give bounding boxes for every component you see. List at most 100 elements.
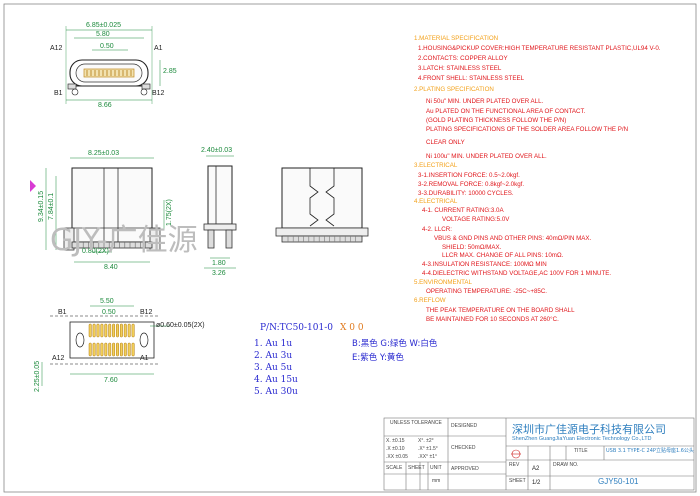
dim-fp-pitch: 0.50 — [102, 309, 116, 316]
solder-pad — [112, 323, 116, 338]
note-line: PLATING SPECIFICATIONS OF THE SOLDER ARE… — [426, 126, 629, 133]
note-line: 1.HOUSING&PICKUP COVER:HIGH TEMPERATURE … — [418, 45, 661, 52]
note-line: 4-2. LLCR: — [422, 226, 452, 233]
solder-pad — [100, 323, 104, 338]
rev-value: A2 — [532, 466, 540, 472]
fp-pin-b12: B12 — [140, 309, 153, 316]
dim-side-depth: 2.40±0.03 — [201, 147, 233, 154]
pin-b12-label: B12 — [152, 90, 165, 97]
tol-row: .X ±0.10 — [386, 446, 405, 452]
checked-label: CHECKED — [451, 445, 476, 451]
dim-front-base: 8.40 — [104, 264, 118, 271]
plating-option: 4. Au 15u — [254, 375, 298, 385]
dim-front-foot: 0.80(2X) — [82, 248, 109, 255]
dim-front-leg: 1.75(2X) — [166, 199, 173, 226]
rev-label: REV — [509, 462, 520, 468]
dim-overall-top: 8.66 — [98, 102, 112, 109]
dim-fp-offset: 2.25±0.05 — [34, 360, 41, 392]
note-line: BE MAINTAINED FOR 10 SECONDS AT 260°C. — [426, 316, 559, 323]
footprint-view — [41, 305, 170, 386]
solder-pad — [119, 323, 123, 338]
watermark: GJY-广佳源 — [50, 223, 198, 258]
ang-row: .X° ±1.5° — [418, 446, 438, 452]
tol-row: .XX ±0.05 — [386, 454, 408, 460]
note-line: 3-3.DURABILITY: 10000 CYCLES. — [418, 190, 514, 197]
note-line: 3-1.INSERTION FORCE: 0.5~2.0kgf. — [418, 172, 520, 179]
solder-pad — [108, 323, 112, 338]
color-options-2: E:紫色 Y:黄色 — [352, 353, 404, 363]
note-line: SHIELD: 50mΩ/MAX. — [442, 244, 502, 251]
note-header-electrical: 3.ELECTRICAL — [414, 162, 458, 169]
dim-inner-width: 5.80 — [96, 31, 110, 38]
unit-label: UNIT — [430, 465, 442, 471]
note-line: 4.FRONT SHELL: STAINLESS STEEL — [418, 75, 525, 82]
back-view — [275, 167, 369, 243]
tolerance-head: UNLESS TOLERANCE — [390, 420, 442, 426]
title-label: TITLE — [574, 448, 588, 454]
plating-option: 5. Au 30u — [254, 387, 298, 397]
approved-label: APPROVED — [451, 466, 479, 472]
solder-pad — [119, 342, 123, 357]
part-number-label: P/N:TC50-101-0 — [260, 323, 334, 333]
solder-pad — [108, 342, 112, 357]
note-header-electrical-2: 4.ELECTRICAL — [414, 198, 458, 205]
solder-pad — [88, 323, 92, 338]
sheet-label-2: SHEET — [509, 478, 526, 484]
note-line: 4-3.INSULATION RESISTANCE: 100MΩ MIN — [422, 261, 547, 268]
note-header-environmental: 5.ENVIRONMENTAL — [414, 279, 472, 286]
note-line: Ni 100u" MIN. UNDER PLATED OVER ALL. — [426, 153, 547, 160]
drawing-title: USB 3.1 TYPE-C 24P立贴母座1.6公头 — [606, 448, 694, 454]
solder-pad — [123, 323, 127, 338]
note-line: VOLTAGE RATING:5.0V — [442, 216, 510, 223]
solder-pad — [127, 342, 131, 357]
solder-pad — [131, 323, 135, 338]
note-line: THE PEAK TEMPERATURE ON THE BOARD SHALL — [426, 307, 575, 314]
note-header-reflow: 6.REFLOW — [414, 297, 446, 304]
unit-value: mm — [432, 478, 441, 484]
drawing-border — [3, 3, 697, 493]
fp-pin-a1: A1 — [140, 355, 149, 362]
solder-pad — [104, 342, 108, 357]
company-name-en: ShenZhen GuangJiaYuan Electronic Technol… — [512, 436, 652, 442]
solder-pad — [96, 323, 100, 338]
solder-pad — [123, 342, 127, 357]
note-line: LLCR MAX. CHANGE OF ALL PINS: 10mΩ. — [442, 252, 564, 259]
title-block — [383, 417, 695, 491]
note-line: (GOLD PLATING THICKNESS FOLLOW THE P/N) — [426, 117, 567, 124]
note-line: 2.CONTACTS: COPPER ALLOY — [418, 55, 508, 62]
note-line: 3.LATCH: STAINLESS STEEL — [418, 65, 502, 72]
note-line: 4-4.DIELECTRIC WITHSTAND VOLTAGE,AC 100V… — [422, 270, 612, 277]
solder-pad — [96, 342, 100, 357]
solder-pad — [112, 342, 116, 357]
note-line: Au PLATED ON THE FUNCTIONAL AREA OF CONT… — [426, 108, 586, 115]
dim-front-body: 7.84±0.1 — [48, 192, 55, 220]
dim-fp-width: 5.50 — [100, 298, 114, 305]
dim-pitch: 0.50 — [100, 43, 114, 50]
sheet-label: SHEET — [408, 465, 425, 471]
solder-pad — [104, 323, 108, 338]
top-view — [65, 26, 161, 104]
dim-width-top: 6.85±0.025 — [86, 22, 121, 29]
solder-pad — [100, 342, 104, 357]
solder-pad — [116, 323, 119, 338]
dim-side-inner: 1.80 — [212, 260, 226, 267]
ang-row: X°. ±2° — [418, 438, 434, 444]
designed-label: DESIGNED — [451, 423, 478, 429]
solder-pad — [92, 342, 96, 357]
pin-a1-label: A1 — [154, 45, 163, 52]
sheet-value: 1/2 — [532, 480, 541, 486]
note-line: CLEAR ONLY — [426, 139, 465, 146]
dim-front-height: 9.34±0.15 — [38, 190, 45, 222]
note-line: 4-1. CURRENT RATING:3.0A — [422, 207, 504, 214]
note-line: VBUS & GND PINS AND OTHER PINS: 40mΩ/PIN… — [434, 235, 592, 242]
tol-row: X. ±0.15 — [386, 438, 405, 444]
plating-option: 3. Au 5u — [254, 363, 293, 373]
solder-pad — [131, 342, 135, 357]
solder-pad — [88, 342, 92, 357]
fp-pin-b1: B1 — [58, 309, 67, 316]
pin-a12-label: A12 — [50, 45, 63, 52]
note-header-plating: 2.PLATING SPECIFICATION — [414, 86, 494, 93]
dim-fp-span: 7.60 — [104, 377, 118, 384]
note-header-material: 1.MATERIAL SPECIFICATION — [414, 35, 499, 42]
